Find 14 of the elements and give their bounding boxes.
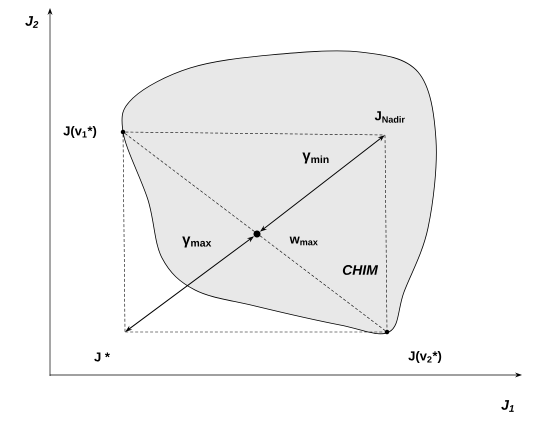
- region-label: CHIM: [341, 264, 379, 276]
- axis-label: J$_{1}$: [500, 399, 516, 413]
- dashed-line: [122, 134, 126, 332]
- point-label: J(v$_{1}$*): [62, 124, 98, 140]
- dashed-line: [384, 134, 388, 330]
- point-label: J *: [93, 351, 111, 362]
- axis-label: J$_{2}$: [24, 15, 40, 29]
- dashed-line: [125, 132, 386, 136]
- edge-label: γ$_{min}$: [301, 152, 331, 164]
- dashed-line: [124, 133, 386, 331]
- point-label: w$_{max}$: [288, 236, 320, 246]
- point-label: J(v$_{2}$*): [407, 350, 443, 364]
- edge-label: γ$_{max}$: [181, 236, 213, 248]
- point-label: J$_{Nadir}$: [374, 110, 406, 124]
